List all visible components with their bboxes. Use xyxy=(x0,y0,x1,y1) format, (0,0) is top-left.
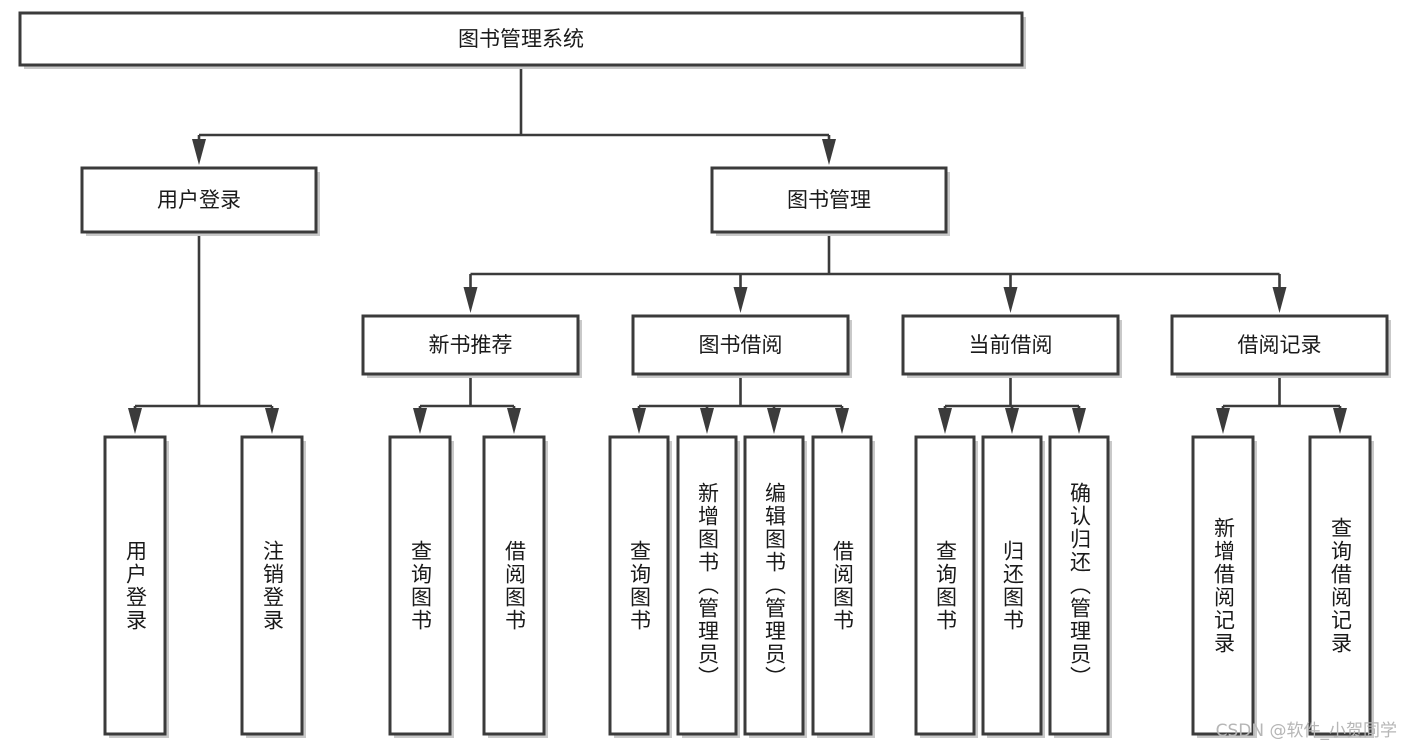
leaf-group-借阅记录-arrow-0 xyxy=(1216,408,1230,434)
leaf-node-box[interactable] xyxy=(676,435,738,736)
level3-node[interactable]: 借阅记录 xyxy=(1170,314,1391,378)
leaf-node[interactable] xyxy=(1308,435,1374,738)
leaf-group-新书推荐-arrow-1 xyxy=(507,408,521,434)
arrow-head-icon xyxy=(1005,408,1019,434)
level3-node-box[interactable] xyxy=(361,314,580,376)
level3-node[interactable]: 当前借阅 xyxy=(901,314,1122,378)
mgmt-to-level3-arrow-0 xyxy=(463,287,478,313)
level2-node-box[interactable] xyxy=(710,166,948,234)
leaf-group-用户登录-arrow-1 xyxy=(265,408,279,434)
arrow-head-icon xyxy=(1216,408,1230,434)
leaf-node[interactable] xyxy=(482,435,548,738)
level2-node-label: 用户登录 xyxy=(157,188,241,212)
arrow-head-icon xyxy=(733,287,748,313)
leaf-group-图书借阅-arrow-0 xyxy=(632,408,646,434)
root-node-label: 图书管理系统 xyxy=(458,27,584,51)
leaf-node-box[interactable] xyxy=(240,435,304,736)
level2-node-box[interactable] xyxy=(80,166,318,234)
leaf-node-box[interactable] xyxy=(743,435,805,736)
root-node[interactable]: 图书管理系统 xyxy=(18,11,1026,69)
arrow-head-icon xyxy=(507,408,521,434)
leaf-group-当前借阅-arrow-1 xyxy=(1005,408,1019,434)
leaf-node[interactable] xyxy=(240,435,306,738)
arrow-head-icon xyxy=(767,408,781,434)
connector-layer xyxy=(128,65,1347,434)
leaf-node[interactable] xyxy=(388,435,454,738)
arrow-head-icon xyxy=(938,408,952,434)
watermark-text: CSDN @软件_小贺同学 xyxy=(1215,721,1397,741)
leaf-node[interactable] xyxy=(981,435,1045,738)
arrow-head-icon xyxy=(463,287,478,313)
leaf-group-新书推荐-arrow-0 xyxy=(413,408,427,434)
leaf-node-box[interactable] xyxy=(1048,435,1110,736)
leaf-node[interactable] xyxy=(608,435,672,738)
root-node-box[interactable] xyxy=(18,11,1024,67)
leaf-node-box[interactable] xyxy=(103,435,167,736)
leaf-group-当前借阅-arrow-2 xyxy=(1072,408,1086,434)
arrow-head-icon xyxy=(265,408,279,434)
leaf-node-box[interactable] xyxy=(914,435,976,736)
leaf-node[interactable] xyxy=(1191,435,1257,738)
arrow-head-icon xyxy=(835,408,849,434)
leaf-node-box[interactable] xyxy=(811,435,873,736)
leaf-node[interactable] xyxy=(914,435,978,738)
leaf-node-box[interactable] xyxy=(608,435,670,736)
level3-node-label: 新书推荐 xyxy=(429,333,513,357)
leaf-node-box[interactable] xyxy=(482,435,546,736)
leaf-node-box[interactable] xyxy=(1308,435,1372,736)
level3-node[interactable]: 新书推荐 xyxy=(361,314,582,378)
level3-node-box[interactable] xyxy=(631,314,850,376)
arrow-head-icon xyxy=(822,139,836,165)
arrow-head-icon xyxy=(192,139,206,165)
arrow-head-icon xyxy=(1272,287,1287,313)
root-to-level2-arrow-0 xyxy=(192,139,206,165)
leaf-group-借阅记录-arrow-1 xyxy=(1333,408,1347,434)
leaf-node[interactable] xyxy=(743,435,807,738)
leaf-node-box[interactable] xyxy=(981,435,1043,736)
leaf-group-图书借阅-arrow-1 xyxy=(700,408,714,434)
level2-node-label: 图书管理 xyxy=(787,188,871,212)
mgmt-to-level3-arrow-1 xyxy=(733,287,748,313)
arrow-head-icon xyxy=(1072,408,1086,434)
leaf-group-图书借阅-arrow-2 xyxy=(767,408,781,434)
leaf-node[interactable] xyxy=(676,435,740,738)
leaf-node[interactable] xyxy=(103,435,169,738)
arrow-head-icon xyxy=(1333,408,1347,434)
leaf-group-当前借阅-arrow-0 xyxy=(938,408,952,434)
arrow-head-icon xyxy=(632,408,646,434)
leaf-node-box[interactable] xyxy=(388,435,452,736)
leaf-group-图书借阅-arrow-3 xyxy=(835,408,849,434)
arrow-head-icon xyxy=(128,408,142,434)
level3-node-box[interactable] xyxy=(1170,314,1389,376)
leaf-node[interactable] xyxy=(1048,435,1112,738)
leaf-node-box[interactable] xyxy=(1191,435,1255,736)
mgmt-to-level3-arrow-2 xyxy=(1003,287,1018,313)
level3-node-label: 借阅记录 xyxy=(1238,333,1322,357)
level3-node[interactable]: 图书借阅 xyxy=(631,314,852,378)
level3-node-box[interactable] xyxy=(901,314,1120,376)
leaf-node[interactable] xyxy=(811,435,875,738)
leaf-group-用户登录-arrow-0 xyxy=(128,408,142,434)
arrow-head-icon xyxy=(1003,287,1018,313)
arrow-head-icon xyxy=(700,408,714,434)
root-to-level2-arrow-1 xyxy=(822,139,836,165)
level3-node-label: 当前借阅 xyxy=(969,333,1053,357)
level3-node-label: 图书借阅 xyxy=(699,333,783,357)
arrow-head-icon xyxy=(413,408,427,434)
mgmt-to-level3-arrow-3 xyxy=(1272,287,1287,313)
level2-node[interactable]: 图书管理 xyxy=(710,166,950,236)
level2-node[interactable]: 用户登录 xyxy=(80,166,320,236)
